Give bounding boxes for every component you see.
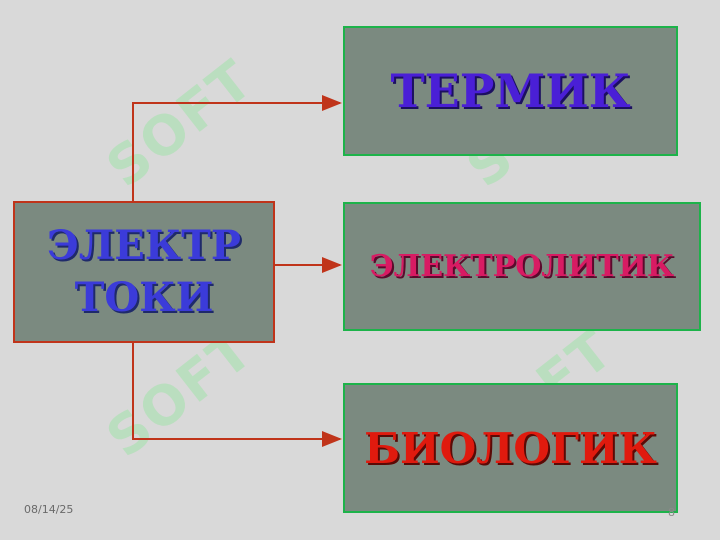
connector-to-biologic [132, 343, 342, 447]
footer-date: 08/14/25 [24, 503, 74, 516]
page-number: 8 [668, 506, 675, 519]
source-label: ЭЛЕКТР ТОКИ [47, 222, 241, 321]
target-box-electrolytic: ЭЛЕКТРОЛИТИК [343, 202, 701, 331]
target-label-biologic: БИОЛОГИК [364, 423, 657, 473]
target-label-thermic: ТЕРМИК [390, 64, 631, 118]
target-box-biologic: БИОЛОГИК [343, 383, 678, 513]
target-box-thermic: ТЕРМИК [343, 26, 678, 156]
connector-to-thermic [132, 95, 342, 201]
target-label-electrolytic: ЭЛЕКТРОЛИТИК [369, 249, 675, 284]
source-box: ЭЛЕКТР ТОКИ [13, 201, 275, 343]
